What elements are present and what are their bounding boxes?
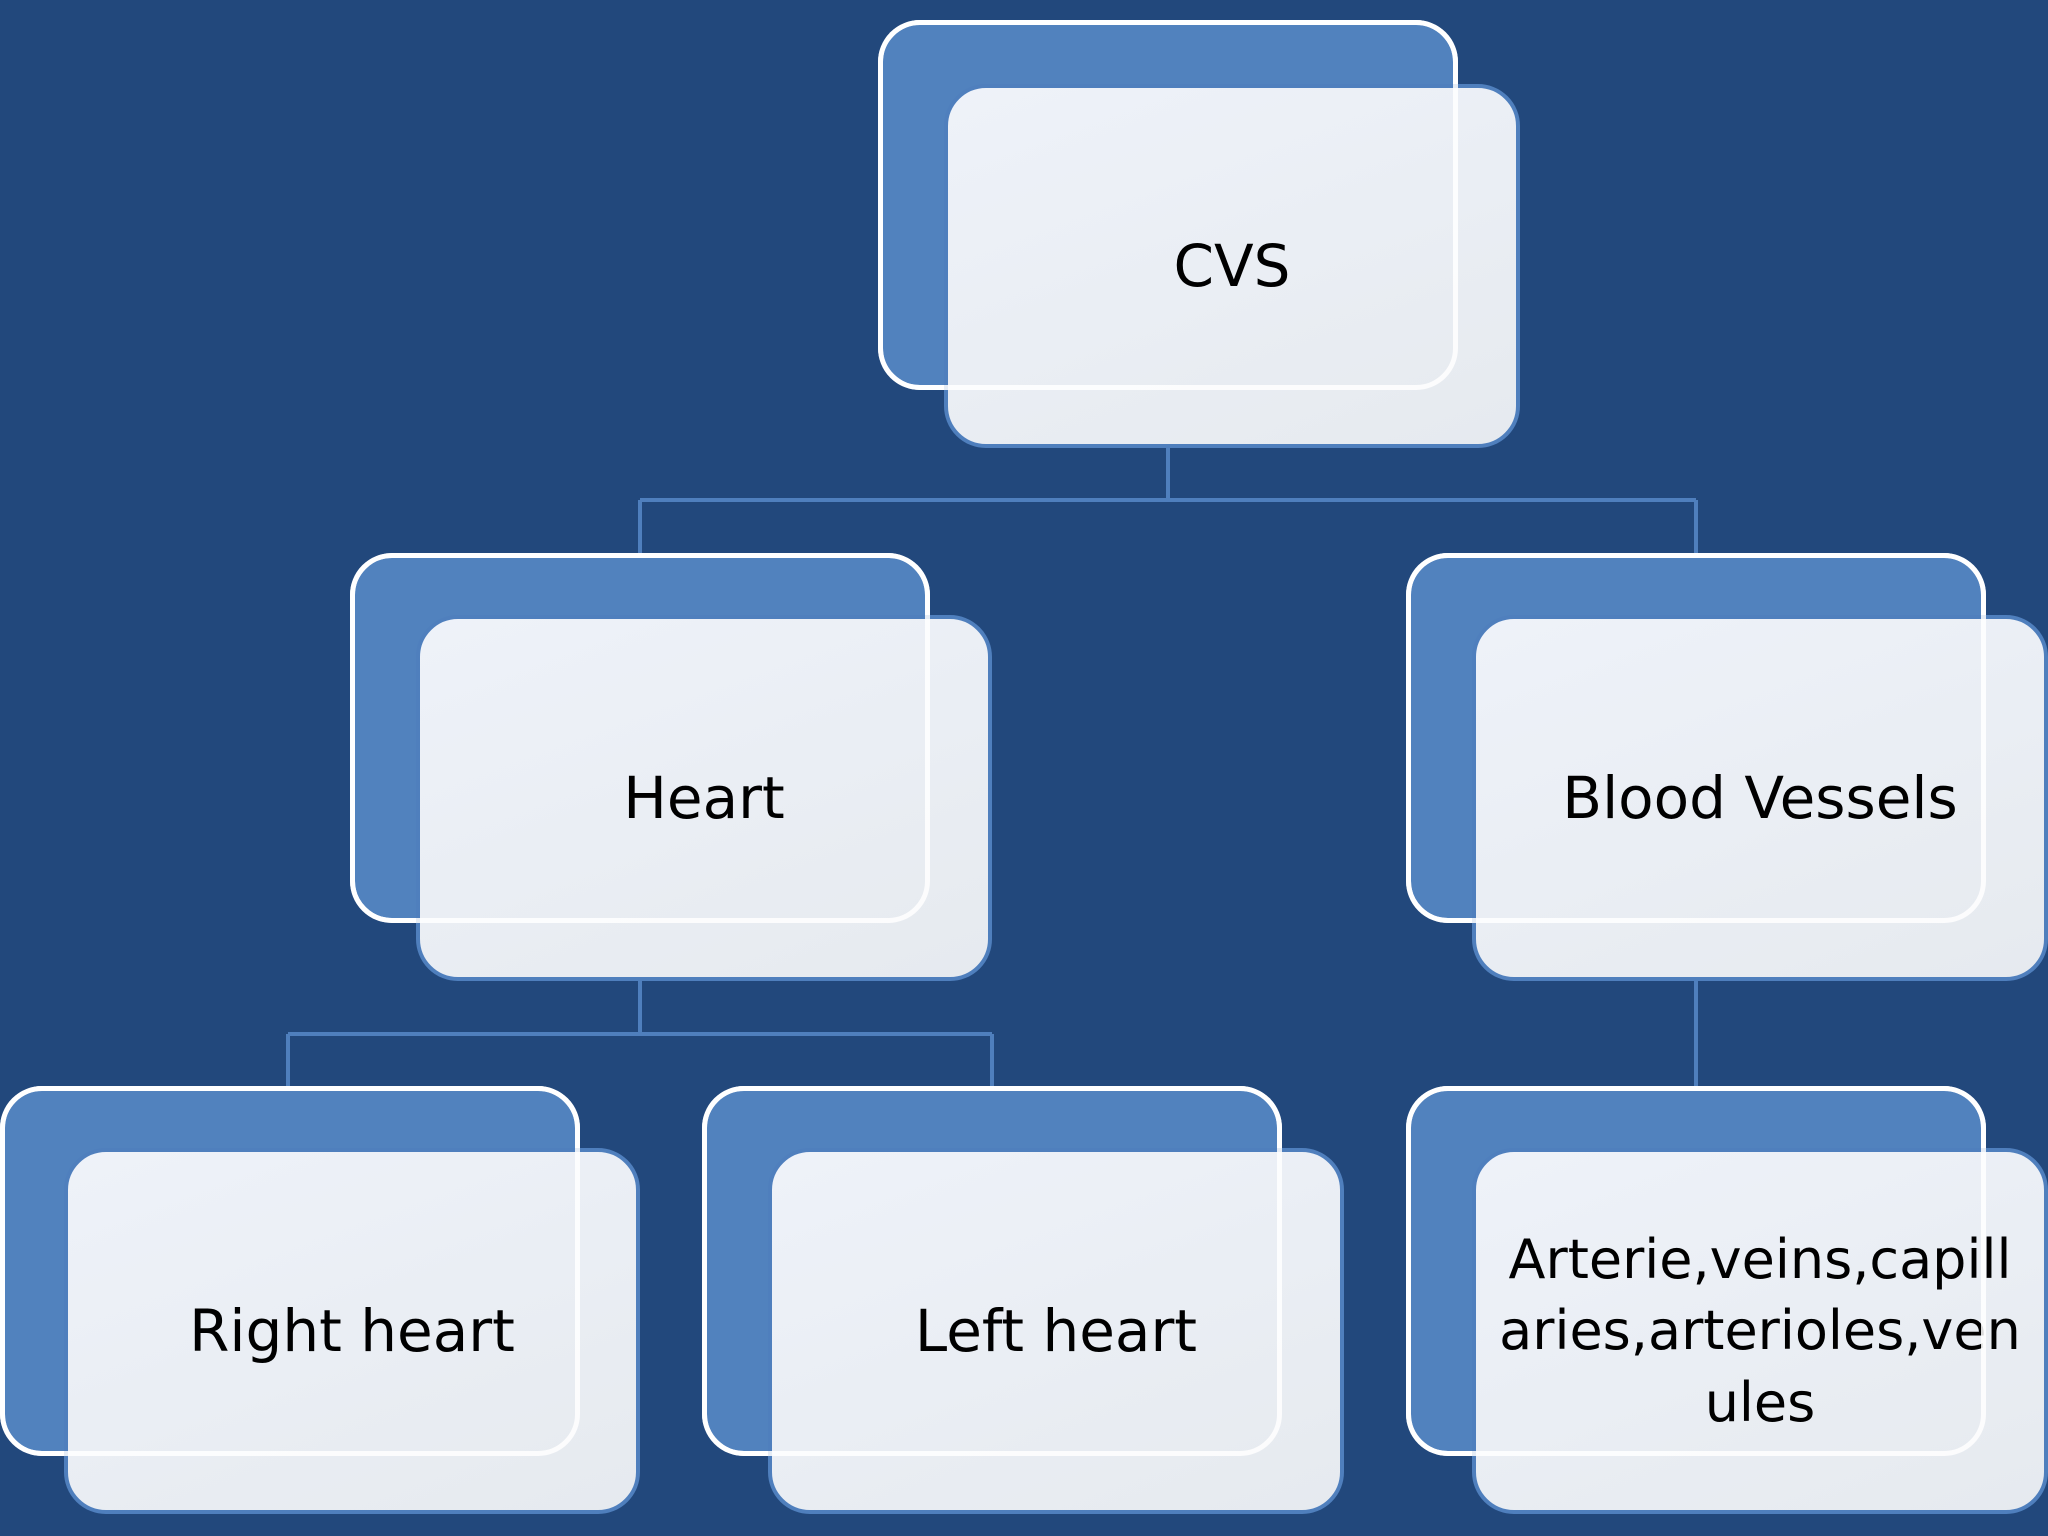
- right-heart-node-label: Right heart: [189, 1296, 515, 1365]
- heart-node: Heart: [416, 615, 992, 981]
- vessel-types-node-label: Arterie,veins,capillaries,arterioles,ven…: [1499, 1228, 2021, 1434]
- left-heart-node: Left heart: [768, 1148, 1344, 1514]
- left-heart-node-label: Left heart: [914, 1296, 1198, 1365]
- root-node: CVS: [944, 84, 1520, 448]
- root-node-label: CVS: [1173, 231, 1291, 300]
- blood-vessels-node: Blood Vessels: [1472, 615, 2048, 981]
- heart-node-label: Heart: [623, 763, 785, 832]
- blood-vessels-node-label: Blood Vessels: [1562, 763, 1958, 832]
- right-heart-node: Right heart: [64, 1148, 640, 1514]
- vessel-types-node: Arterie,veins,capillaries,arterioles,ven…: [1472, 1148, 2048, 1514]
